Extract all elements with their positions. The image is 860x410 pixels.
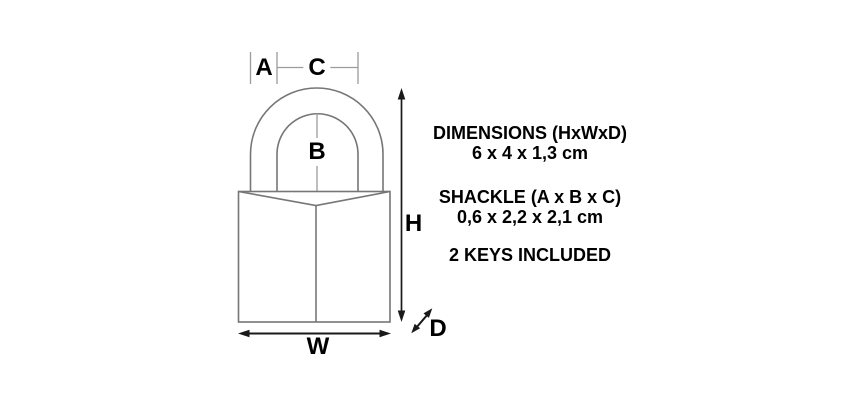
depth-arrow-head-ne (423, 308, 433, 318)
label-b: B (303, 137, 331, 166)
depth-arrow (411, 308, 433, 334)
label-h: H (404, 210, 423, 237)
shackle-value: 0,6 x 2,2 x 2,1 cm (456, 206, 604, 227)
depth-arrow-head-sw (411, 323, 421, 334)
shackle-title: SHACKLE (A x B x C) (438, 186, 622, 207)
depth-arrow-line (415, 313, 429, 329)
shackle-outer-arc (249, 87, 384, 191)
dimensions-title: DIMENSIONS (HxWxD) (432, 122, 627, 143)
label-a: A (255, 54, 273, 81)
height-arrow-head-bottom (397, 310, 406, 322)
label-c: C (303, 54, 331, 82)
keys-note: 2 KEYS INCLUDED (448, 244, 612, 265)
height-arrow (397, 88, 406, 322)
body-rectangle (237, 190, 391, 323)
width-arrow (238, 329, 391, 338)
height-arrow-head-top (397, 88, 406, 100)
dimensions-value: 6 x 4 x 1,3 cm (471, 142, 589, 163)
body-outline (237, 190, 391, 323)
width-arrow-head-right (379, 329, 391, 338)
width-arrow-head-left (238, 329, 250, 338)
label-w: W (306, 333, 330, 360)
label-d: D (429, 315, 447, 342)
